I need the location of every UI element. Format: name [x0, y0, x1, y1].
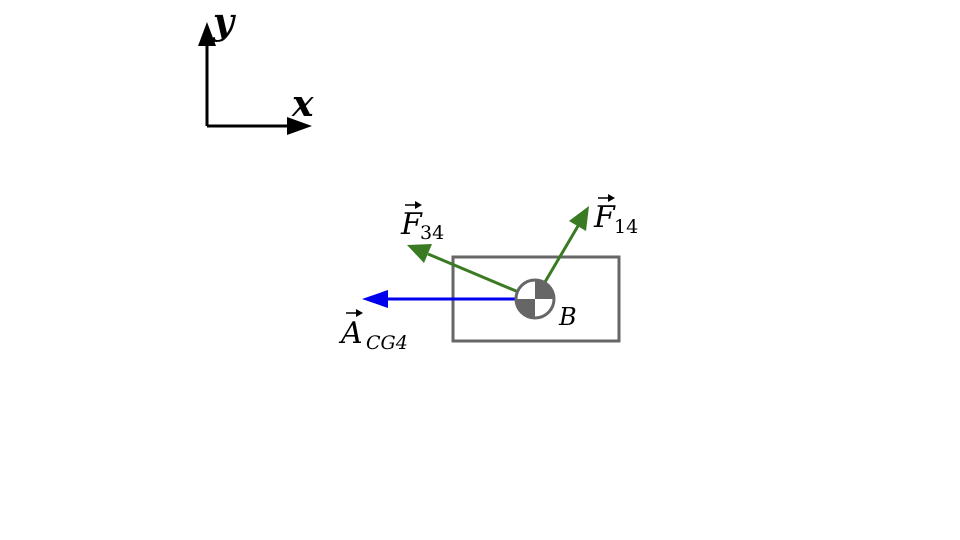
f14-subscript: 14	[614, 216, 638, 238]
acg4-symbol: A	[338, 316, 363, 351]
vector-arrow-icon	[405, 201, 422, 209]
x-axis-label: x	[291, 83, 314, 125]
vector-arrow-icon	[598, 194, 615, 202]
acg4-arrowhead	[362, 290, 388, 308]
f34-subscript: 34	[420, 222, 444, 244]
coordinate-axes: y x	[198, 1, 314, 135]
vector-acg4	[362, 290, 535, 308]
f34-arrowhead	[407, 244, 432, 263]
f34-label: F 34	[400, 201, 444, 244]
acg4-label: A CG4	[338, 309, 408, 354]
x-axis-arrowhead	[287, 117, 312, 135]
f14-arrowhead	[569, 206, 589, 231]
center-of-gravity-icon	[514, 278, 556, 320]
y-axis-label: y	[212, 1, 236, 43]
acg4-subscript: CG4	[366, 332, 408, 354]
f14-symbol: F	[593, 200, 616, 235]
y-axis-arrowhead	[198, 22, 216, 46]
vector-arrow-icon	[346, 309, 363, 317]
f34-symbol: F	[400, 207, 423, 242]
vector-f34	[407, 244, 536, 301]
f14-label: F 14	[593, 194, 638, 238]
point-b-label: B	[558, 303, 577, 331]
